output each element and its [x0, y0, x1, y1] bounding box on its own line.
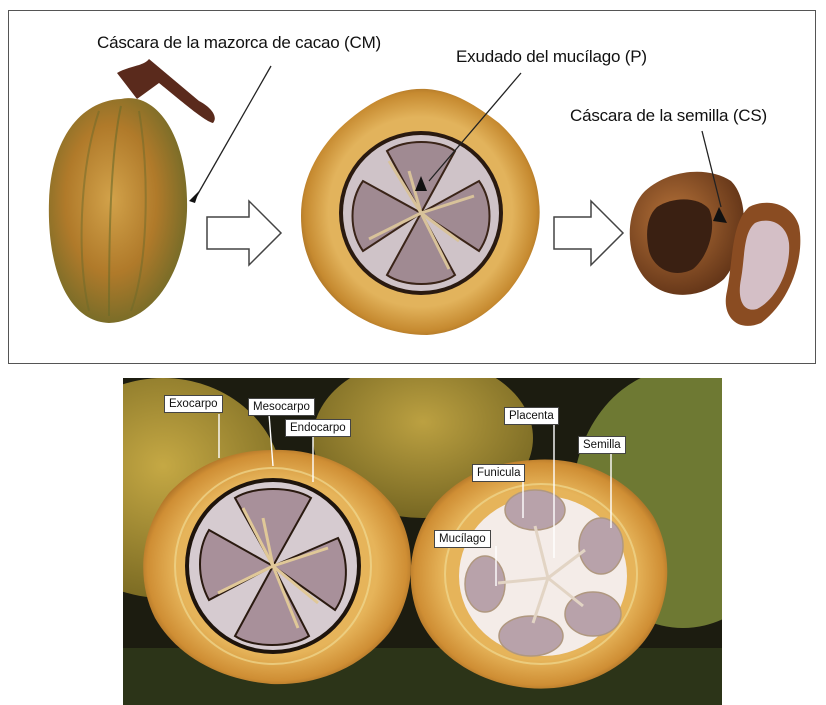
whole-cacao-pod — [49, 59, 215, 323]
label-endocarpo: Endocarpo — [285, 419, 351, 437]
caption-seed-shell: Cáscara de la semilla (CS) — [570, 106, 767, 126]
pointer-pod-shell — [195, 66, 271, 199]
process-illustration — [9, 11, 815, 363]
process-arrow-2 — [554, 201, 623, 265]
label-exocarpo: Exocarpo — [164, 395, 223, 413]
cross-section-illustration — [123, 378, 722, 705]
label-mucilago: Mucílago — [434, 530, 491, 548]
labeled-cross-section-photo: Exocarpo Mesocarpo Endocarpo Placenta Se… — [123, 378, 722, 705]
caption-pod-shell: Cáscara de la mazorca de cacao (CM) — [97, 33, 381, 53]
cacao-seed-shells — [630, 172, 801, 326]
opened-pod-cross-section — [301, 89, 540, 335]
right-pod-half — [411, 460, 668, 689]
label-placenta: Placenta — [504, 407, 559, 425]
caption-mucilage-exudate: Exudado del mucílago (P) — [456, 47, 647, 67]
label-funicula: Funicula — [472, 464, 525, 482]
label-mesocarpo: Mesocarpo — [248, 398, 315, 416]
label-semilla: Semilla — [578, 436, 626, 454]
process-panel: Cáscara de la mazorca de cacao (CM) Exud… — [8, 10, 816, 364]
process-arrow-1 — [207, 201, 281, 265]
left-pod-half — [143, 450, 411, 684]
